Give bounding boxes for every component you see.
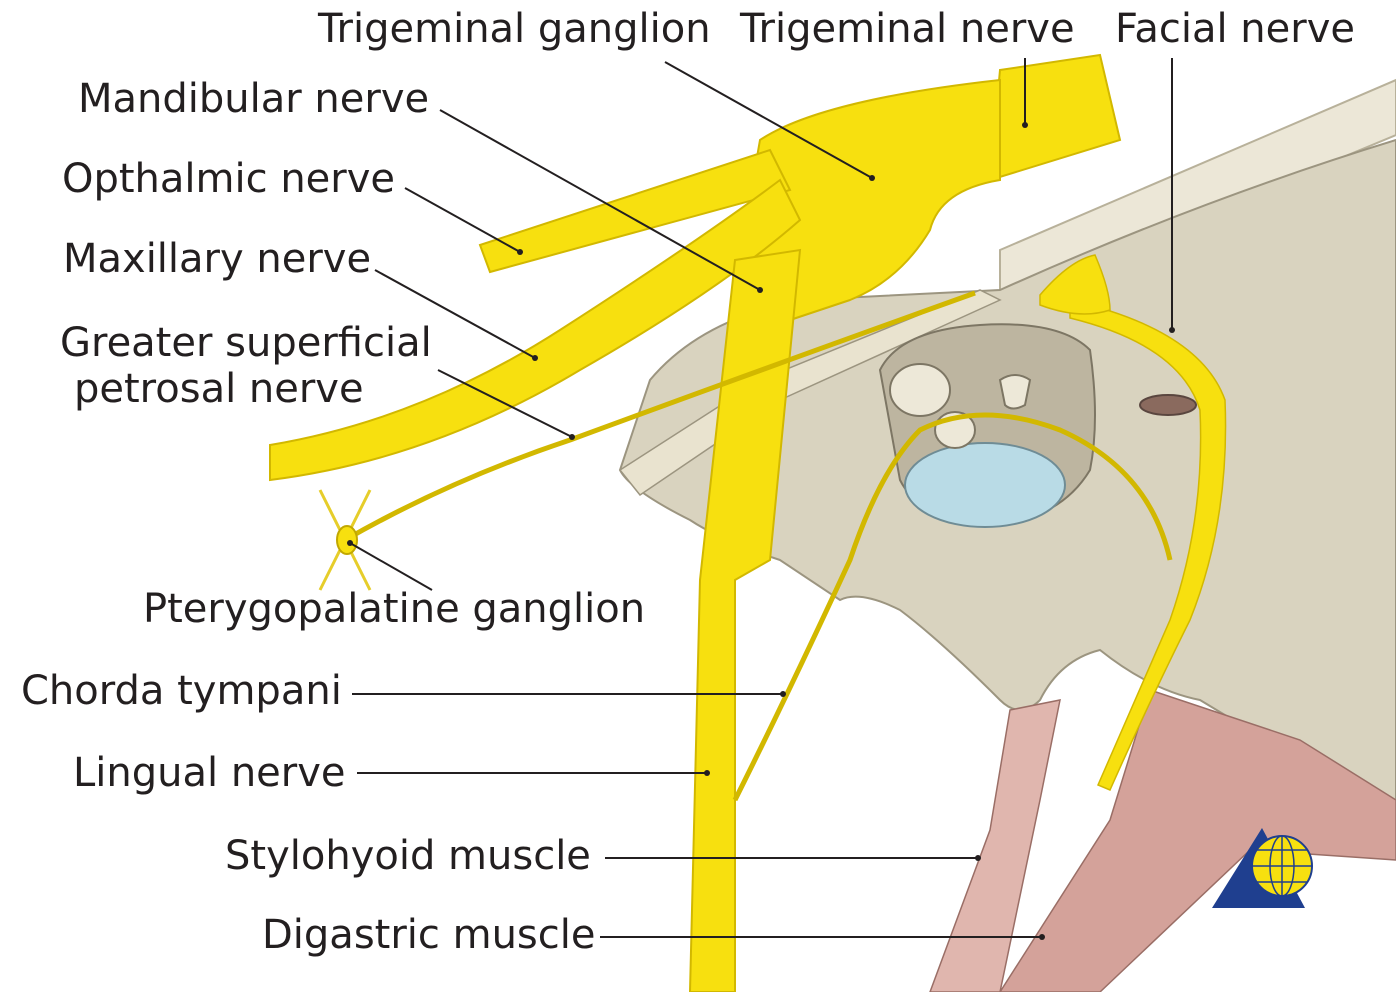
label-chorda-tympani: Chorda tympani xyxy=(21,668,342,714)
label-maxillary-nerve: Maxillary nerve xyxy=(63,236,371,282)
vessel xyxy=(1140,395,1196,415)
dot-digastric xyxy=(1039,934,1045,940)
label-mandibular-nerve: Mandibular nerve xyxy=(78,76,429,122)
dot-stylohyoid xyxy=(975,855,981,861)
dot-trigeminal-ganglion xyxy=(869,175,875,181)
dot-gsp-nerve xyxy=(569,434,575,440)
label-digastric-muscle: Digastric muscle xyxy=(262,912,595,958)
label-opthalmic-nerve: Opthalmic nerve xyxy=(62,156,395,202)
dot-lingual-nerve xyxy=(704,770,710,776)
dot-trigeminal-nerve xyxy=(1022,122,1028,128)
label-pterygopalatine-ganglion: Pterygopalatine ganglion xyxy=(143,586,645,632)
label-gsp-line1: Greater superficial xyxy=(60,320,432,366)
label-facial-nerve: Facial nerve xyxy=(1115,6,1355,52)
dot-opthalmic-nerve xyxy=(517,249,523,255)
dot-maxillary-nerve xyxy=(532,355,538,361)
pterygopalatine-ganglion xyxy=(337,526,357,554)
trigeminal-nerve xyxy=(990,55,1120,180)
dot-pterygopalatine xyxy=(347,540,353,546)
stapes xyxy=(1000,375,1030,409)
tympanic-membrane xyxy=(905,443,1065,527)
dot-facial-nerve xyxy=(1169,327,1175,333)
label-trigeminal-nerve: Trigeminal nerve xyxy=(740,6,1075,52)
leader-opthalmic-nerve xyxy=(405,188,520,252)
label-stylohyoid-muscle: Stylohyoid muscle xyxy=(225,833,591,879)
dot-mandibular-nerve xyxy=(757,287,763,293)
label-greater-superficial-petrosal-nerve: Greater superficial petrosal nerve xyxy=(60,320,432,412)
malleus xyxy=(890,364,950,416)
leader-pterygopalatine xyxy=(350,543,432,590)
dot-chorda-tympani xyxy=(780,691,786,697)
label-gsp-line2: petrosal nerve xyxy=(60,366,432,412)
label-lingual-nerve: Lingual nerve xyxy=(73,750,346,796)
label-trigeminal-ganglion: Trigeminal ganglion xyxy=(318,6,711,52)
